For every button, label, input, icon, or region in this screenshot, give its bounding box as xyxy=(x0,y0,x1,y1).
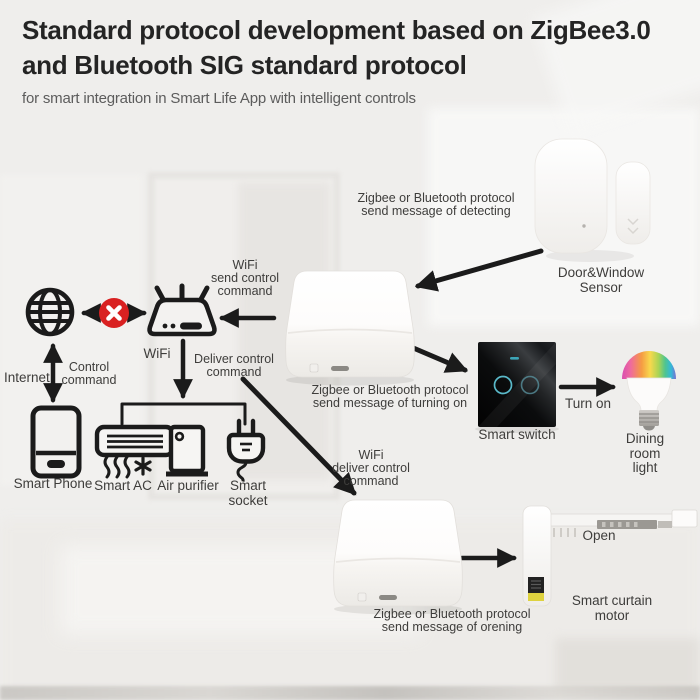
label-smart-socket: Smart socket xyxy=(228,478,268,508)
label-zigbee-opening: Zigbee or Bluetooth protocol send messag… xyxy=(373,607,531,634)
label-zigbee-detecting: Zigbee or Bluetooth protocol send messag… xyxy=(357,191,515,218)
device-branch-bracket xyxy=(120,402,247,426)
gateway-hub-icon xyxy=(284,270,416,387)
curtain-motor-icon xyxy=(522,505,698,607)
label-door-window-sensor: Door&Window Sensor xyxy=(557,265,645,295)
wifi-router-icon xyxy=(147,283,217,337)
rgb-bulb-icon xyxy=(622,351,676,431)
power-plug-icon xyxy=(226,418,266,482)
smartphone-icon xyxy=(30,405,82,479)
label-wifi-send-control: WiFi send control command xyxy=(210,258,280,298)
page-title: Standard protocol development based on Z… xyxy=(22,15,651,80)
label-air-purifier: Air purifier xyxy=(157,478,219,493)
label-turn-on: Turn on xyxy=(564,396,612,411)
arrow-gateway-to-switch xyxy=(408,344,469,373)
label-deliver-control: Deliver control command xyxy=(194,352,274,379)
arrow-sensor-to-gateway xyxy=(414,248,544,292)
page-subtitle: for smart integration in Smart Life App … xyxy=(22,90,416,107)
label-zigbee-turning-on: Zigbee or Bluetooth protocol send messag… xyxy=(311,383,469,410)
label-open: Open xyxy=(582,528,616,543)
globe-icon xyxy=(25,287,75,337)
label-wifi-deliver: WiFi deliver control command xyxy=(332,448,410,488)
label-smart-phone: Smart Phone xyxy=(13,476,93,491)
label-smart-ac: Smart AC xyxy=(94,478,152,493)
gateway-hub-icon-2 xyxy=(332,499,464,616)
label-smart-switch: Smart switch xyxy=(478,427,556,442)
door-window-sensor-icon xyxy=(534,138,651,262)
blocked-x-icon xyxy=(99,298,129,328)
air-conditioner-icon xyxy=(94,424,176,479)
label-wifi: WiFi xyxy=(143,346,171,361)
touch-switch-icon xyxy=(475,342,559,433)
label-control-command: Control command xyxy=(61,360,117,387)
air-purifier-icon xyxy=(166,424,208,477)
label-internet: Internet xyxy=(4,370,50,385)
label-smart-curtain-motor: Smart curtain motor xyxy=(571,593,653,623)
label-dining-room-light: Dining room light xyxy=(625,431,665,475)
